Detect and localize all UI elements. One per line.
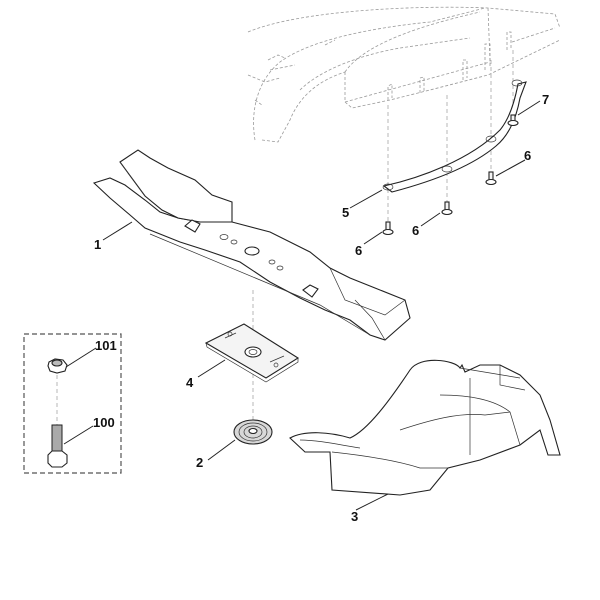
mower-deck-ghost-outline — [247, 6, 561, 143]
kit-box-dashed — [23, 333, 122, 474]
part-101-lock-nut[interactable] — [47, 358, 68, 374]
part-6-screw-b[interactable] — [441, 201, 453, 216]
part-1-blade[interactable] — [92, 149, 411, 341]
callout-4: 4 — [186, 375, 194, 390]
callout-6b: 6 — [412, 223, 420, 238]
callout-5: 5 — [342, 205, 350, 220]
part-6-screw-c[interactable] — [485, 171, 497, 186]
part-3-deflector[interactable] — [289, 359, 561, 496]
part-100-bolt[interactable] — [47, 424, 68, 468]
callout-7: 7 — [542, 92, 550, 107]
callout-leader-lines — [63, 100, 541, 511]
callout-2: 2 — [196, 455, 204, 470]
callout-6a: 6 — [355, 243, 363, 258]
part-7-screw[interactable] — [507, 114, 519, 127]
callout-101: 101 — [95, 338, 117, 353]
part-6-screw-a[interactable] — [382, 221, 394, 236]
callout-6c: 6 — [524, 148, 532, 163]
part-5-curved-strip[interactable] — [382, 79, 527, 193]
callout-3: 3 — [351, 509, 359, 524]
part-4-support-plate[interactable] — [204, 323, 300, 383]
callout-100: 100 — [93, 415, 115, 430]
part-2-spring-washer[interactable] — [233, 419, 273, 445]
callout-1: 1 — [94, 237, 102, 252]
